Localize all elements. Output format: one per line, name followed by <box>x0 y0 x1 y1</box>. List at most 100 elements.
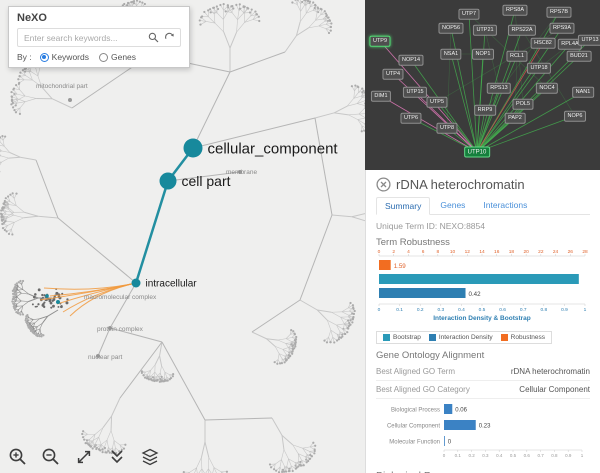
legend-item: Bootstrap <box>383 334 421 341</box>
legend-label: Bootstrap <box>393 334 421 341</box>
gene-node[interactable]: UTP10 <box>464 146 490 158</box>
tree-node[interactable] <box>183 138 203 158</box>
fit-to-screen-button[interactable] <box>73 446 95 468</box>
svg-text:Biological Process: Biological Process <box>391 408 440 414</box>
gene-node[interactable]: RRP9 <box>474 104 496 116</box>
gene-node[interactable]: NOP14 <box>398 54 424 66</box>
tree-node-label[interactable]: cell part <box>182 173 231 189</box>
gene-node[interactable]: UTP13 <box>577 34 600 46</box>
gene-node[interactable]: UTP15 <box>402 86 428 98</box>
gene-node[interactable]: UTP7 <box>458 8 480 20</box>
collapse-tree-button[interactable] <box>106 446 128 468</box>
radio-label: Keywords <box>51 52 89 62</box>
legend-item: Robustness <box>500 334 545 341</box>
svg-text:20: 20 <box>523 249 529 255</box>
tree-node[interactable] <box>159 172 177 190</box>
legend-item: Interaction Density <box>428 334 493 341</box>
tree-node-label[interactable]: mitochondrial part <box>36 83 88 90</box>
tree-node-label[interactable]: intracellular <box>146 279 198 290</box>
gene-node[interactable]: RPS22A <box>507 24 537 36</box>
search-mode-genes[interactable]: Genes <box>98 52 136 62</box>
gene-node[interactable]: NOC4 <box>535 82 559 94</box>
gene-node[interactable]: NSA1 <box>440 48 462 60</box>
gene-node[interactable]: UTP6 <box>400 112 422 124</box>
svg-text:0.3: 0.3 <box>482 453 489 458</box>
gene-node[interactable]: RCL1 <box>506 50 528 62</box>
svg-text:1: 1 <box>584 307 587 313</box>
svg-text:0.8: 0.8 <box>551 453 558 458</box>
gene-node[interactable]: DIM1 <box>370 90 392 102</box>
svg-text:28: 28 <box>582 249 588 255</box>
svg-text:Molecular Function: Molecular Function <box>389 440 440 446</box>
gene-node[interactable]: NOP1 <box>472 48 494 60</box>
gene-node[interactable]: UTP9 <box>369 35 391 47</box>
term-title: rDNA heterochromatin <box>396 177 525 192</box>
gene-node[interactable]: BUD21 <box>566 50 592 62</box>
close-icon[interactable] <box>376 177 391 192</box>
layers-button[interactable] <box>139 446 161 468</box>
gene-node[interactable]: UTP4 <box>382 68 404 80</box>
search-box <box>17 28 181 47</box>
gene-node[interactable]: UTP8 <box>436 122 458 134</box>
search-mode-keywords[interactable]: Keywords <box>39 52 89 62</box>
gene-node[interactable]: RPS13 <box>486 82 512 94</box>
tab-interactions[interactable]: Interactions <box>483 200 528 210</box>
svg-text:0.42: 0.42 <box>469 291 482 298</box>
svg-text:4: 4 <box>407 249 410 255</box>
search-icon[interactable] <box>147 31 160 44</box>
svg-text:1.59: 1.59 <box>394 263 407 270</box>
go-alignment-key: Best Aligned GO Category <box>376 385 470 394</box>
tab-summary[interactable]: Summary <box>376 197 431 215</box>
svg-text:0.5: 0.5 <box>510 453 517 458</box>
radio-icon[interactable] <box>39 52 49 62</box>
svg-text:0: 0 <box>378 307 381 313</box>
gene-node[interactable]: RPS7B <box>546 6 572 18</box>
gene-node[interactable]: HSC82 <box>530 37 556 49</box>
tree-node-label[interactable]: macromolecular complex <box>84 294 157 301</box>
gene-node[interactable]: RPS9A <box>549 22 575 34</box>
gene-node[interactable]: NOP6 <box>564 110 586 122</box>
svg-text:0: 0 <box>448 440 452 446</box>
svg-text:0: 0 <box>443 453 446 458</box>
gene-node[interactable]: UTP21 <box>472 24 498 36</box>
radio-icon[interactable] <box>98 52 108 62</box>
svg-text:18: 18 <box>509 249 515 255</box>
svg-text:0.6: 0.6 <box>524 453 531 458</box>
gene-node[interactable]: RPS8A <box>502 4 528 16</box>
svg-text:0.7: 0.7 <box>537 453 544 458</box>
gene-node[interactable]: POL5 <box>512 98 534 110</box>
svg-text:0.3: 0.3 <box>437 307 444 313</box>
svg-text:Cellular Component: Cellular Component <box>387 424 440 430</box>
zoom-in-button[interactable] <box>7 446 29 468</box>
legend-label: Interaction Density <box>438 334 493 341</box>
details-tabs: Summary Genes Interactions <box>376 197 590 215</box>
svg-text:0.06: 0.06 <box>455 408 467 414</box>
reset-search-icon[interactable] <box>163 31 176 44</box>
tree-node[interactable] <box>131 278 141 288</box>
tree-node-label[interactable]: nuclear part <box>88 354 123 361</box>
svg-text:Interaction Density & Bootstra: Interaction Density & Bootstrap <box>433 315 531 322</box>
svg-text:14: 14 <box>479 249 485 255</box>
zoom-out-button[interactable] <box>40 446 62 468</box>
gene-node[interactable]: UTP18 <box>526 62 552 74</box>
search-input[interactable] <box>22 31 144 44</box>
gene-node[interactable]: PAP2 <box>504 112 526 124</box>
tree-node-label[interactable]: membrane <box>226 169 257 176</box>
interaction-network-panel[interactable]: UTP7 RPS8A RPS7B NOP56 UTP21 RPS22A RPS9A UTP9 H… <box>365 0 600 170</box>
tree-node-label[interactable]: protein complex <box>97 326 144 333</box>
tree-node-label[interactable]: cellular_component <box>208 140 339 157</box>
gene-node[interactable]: UTP5 <box>426 96 448 108</box>
gene-node[interactable]: NOP56 <box>438 22 464 34</box>
svg-text:0.8: 0.8 <box>540 307 547 313</box>
svg-text:2: 2 <box>392 249 395 255</box>
svg-text:0.5: 0.5 <box>479 307 486 313</box>
gene-node[interactable]: NAN1 <box>572 86 594 98</box>
tab-genes[interactable]: Genes <box>440 200 466 210</box>
svg-text:0.1: 0.1 <box>455 453 462 458</box>
